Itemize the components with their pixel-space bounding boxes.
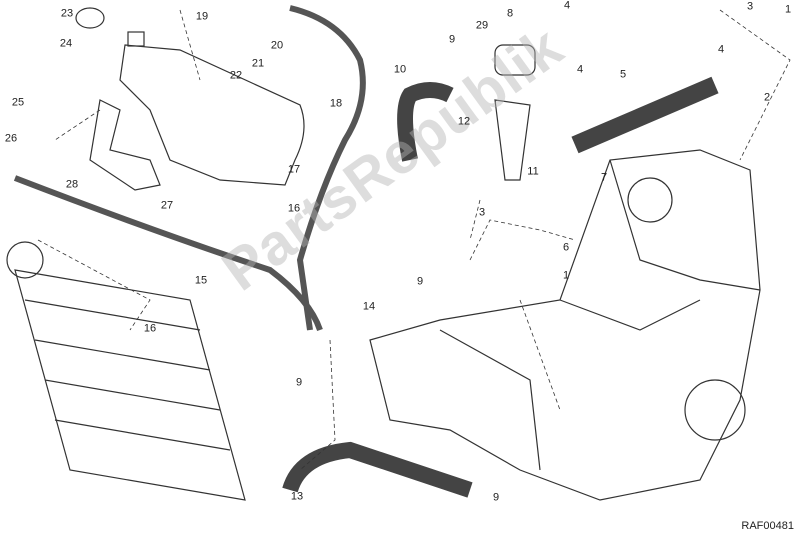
callout-label: 10 [393,63,407,76]
callout-label: 23 [60,7,74,20]
callout-label: 7 [600,171,608,184]
callout-label: 13 [290,490,304,503]
hose-15 [13,175,323,332]
callout-label: 4 [576,63,584,76]
callout-label: 25 [11,96,25,109]
callout-label: 1 [562,269,570,282]
callout-label: 19 [195,10,209,23]
callout-label: 27 [160,199,174,212]
hose-10 [397,82,454,162]
callout-label: 3 [746,0,754,13]
callout-label: 9 [416,275,424,288]
callout-label: 22 [229,69,243,82]
callout-label: 8 [506,7,514,20]
callout-label: 12 [457,115,471,128]
callout-label: 9 [492,491,500,504]
thermostat [494,44,536,76]
hose-13 [282,441,473,498]
drawing-code: RAF00481 [741,520,794,532]
hose-18 [289,5,366,331]
hose-5 [571,76,719,154]
callout-label: 18 [329,97,343,110]
leader-lines [37,9,791,471]
callout-label: 20 [270,39,284,52]
callout-label: 28 [65,178,79,191]
callout-label: 5 [619,68,627,81]
callout-label: 24 [59,37,73,50]
callout-label: 3 [478,206,486,219]
callout-label: 26 [4,132,18,145]
callout-label: 29 [475,19,489,32]
callout-label: 17 [287,163,301,176]
callout-label: 4 [563,0,571,12]
callout-label: 4 [717,43,725,56]
callout-label: 9 [295,376,303,389]
callout-label: 2 [763,91,771,104]
callout-label: 1 [784,3,792,16]
callout-label: 14 [362,300,376,313]
radiator [6,241,246,501]
engine [369,149,761,501]
tank-neck [127,31,145,47]
callout-label: 6 [562,241,570,254]
callout-label: 9 [448,33,456,46]
callout-label: 16 [143,322,157,335]
tank-cap [75,7,105,29]
expansion-tank [119,44,305,186]
thermostat-pipe [494,99,531,181]
callout-label: 16 [287,202,301,215]
callout-label: 21 [251,57,265,70]
bracket [89,99,161,191]
callout-label: 15 [194,274,208,287]
callout-label: 11 [527,165,539,178]
